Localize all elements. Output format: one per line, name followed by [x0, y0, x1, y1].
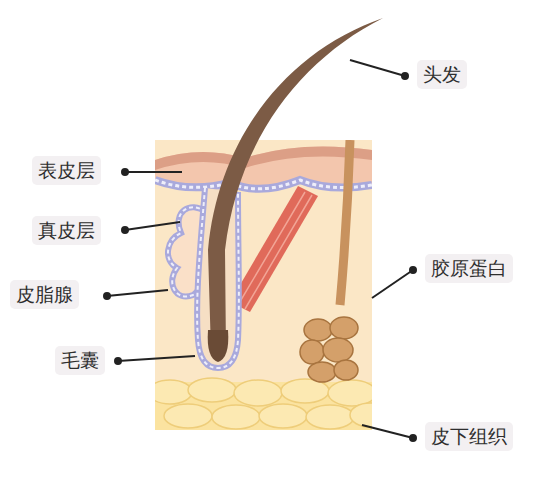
part-label: 胶原蛋白 [425, 254, 513, 283]
stratum-corneum [155, 146, 372, 170]
hair-shaft [208, 18, 383, 352]
part-label: 头发 [417, 60, 467, 89]
skin-block [155, 140, 372, 430]
part-label: 真皮层 [32, 216, 101, 245]
membrane-beads [155, 180, 372, 189]
subcutaneous-fat [155, 378, 372, 430]
hair-bulb [208, 330, 229, 362]
leader-lines [104, 60, 416, 441]
basement-membrane [155, 180, 372, 189]
epidermis [155, 146, 372, 188]
part-label: 表皮层 [32, 156, 101, 185]
part-label: 皮脂腺 [10, 280, 79, 309]
sweat-gland [300, 140, 358, 382]
arrector-muscle [230, 186, 318, 312]
part-label: 毛囊 [55, 346, 105, 375]
part-label: 皮下组织 [425, 422, 513, 451]
